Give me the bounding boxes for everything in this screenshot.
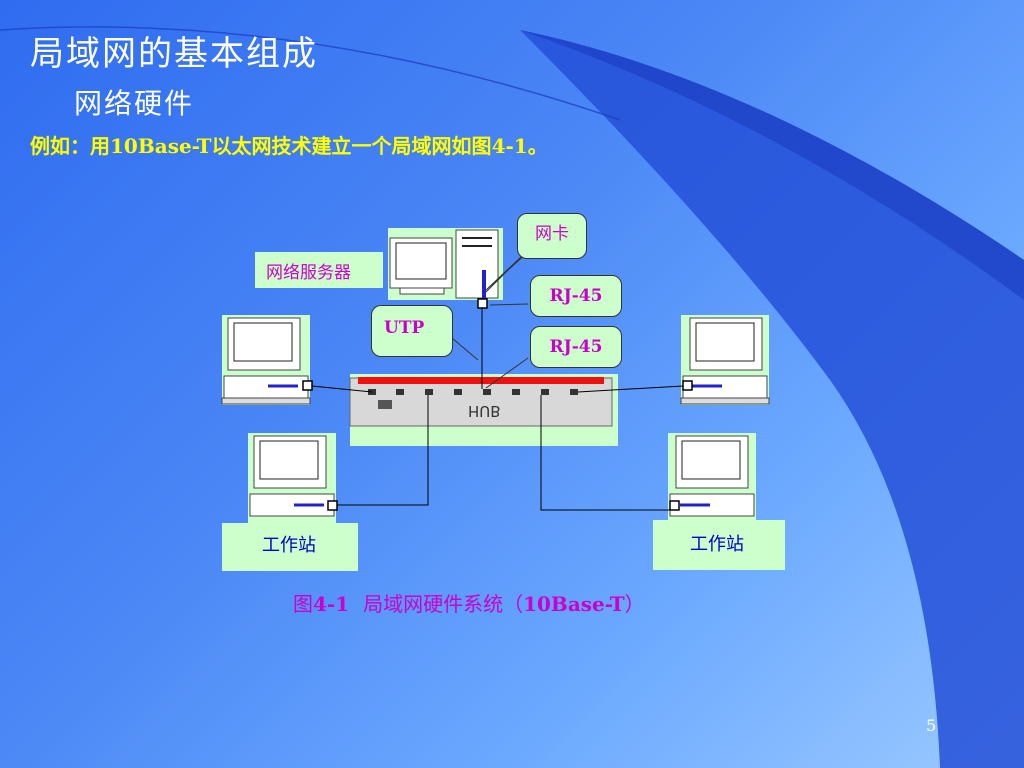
bottom-right-port-icon (669, 500, 680, 511)
utp-label: UTP (384, 318, 425, 338)
workstation-left-label: 工作站 (262, 535, 316, 556)
server-label: 网络服务器 (266, 263, 351, 283)
rj45-top-callout: RJ-45 (530, 275, 622, 317)
utp-callout: UTP (371, 305, 453, 357)
workstation-right-label: 工作站 (690, 534, 744, 555)
caption-prefix: 图 (293, 592, 313, 616)
bottom-left-port-icon (327, 500, 338, 511)
example-bold-2: 4-1 (491, 134, 528, 158)
example-suffix: 。 (527, 134, 548, 158)
bottom-right-computer-icon (669, 435, 755, 517)
server-box (255, 252, 383, 288)
example-bold-1: 10Base-T (110, 134, 212, 158)
caption-text: 局域网硬件系统（ (363, 592, 524, 616)
hub-icon (349, 377, 613, 427)
bottom-left-computer-icon (249, 435, 335, 517)
caption-suffix: ） (624, 592, 645, 616)
workstation-right-box (653, 520, 785, 570)
hub-red-bar (358, 377, 604, 384)
nic-callout: 网卡 (517, 213, 587, 259)
slide-title: 局域网的基本组成 (30, 34, 318, 74)
hub-label: HUB (468, 402, 501, 420)
rj45-bottom-label: RJ-45 (549, 337, 603, 357)
left-computer-icon (221, 317, 311, 405)
server-tower-icon (455, 229, 499, 300)
server-port-icon (477, 298, 488, 309)
right-computer-icon (680, 317, 770, 405)
caption-bold: 10Base-T (523, 592, 625, 616)
example-prefix: 例如：用 (30, 134, 110, 158)
server-monitor-icon (389, 237, 453, 295)
example-mid: 以太网技术建立一个局域网如图 (211, 134, 492, 158)
example-text: 例如：用10Base-T以太网技术建立一个局域网如图4-1。 (30, 130, 548, 159)
caption-number: 4-1 (313, 592, 350, 616)
right-port-icon (682, 380, 693, 391)
workstation-left-box (222, 523, 358, 571)
rj45-top-label: RJ-45 (549, 286, 603, 306)
page-number: 5 (926, 716, 937, 735)
figure-caption: 图4-1 局域网硬件系统（10Base-T） (293, 588, 645, 617)
left-port-icon (302, 380, 313, 391)
utp-cables (311, 308, 684, 511)
nic-label: 网卡 (535, 224, 569, 244)
slide-subtitle: 网络硬件 (74, 87, 195, 120)
rj45-bottom-callout: RJ-45 (530, 326, 622, 368)
